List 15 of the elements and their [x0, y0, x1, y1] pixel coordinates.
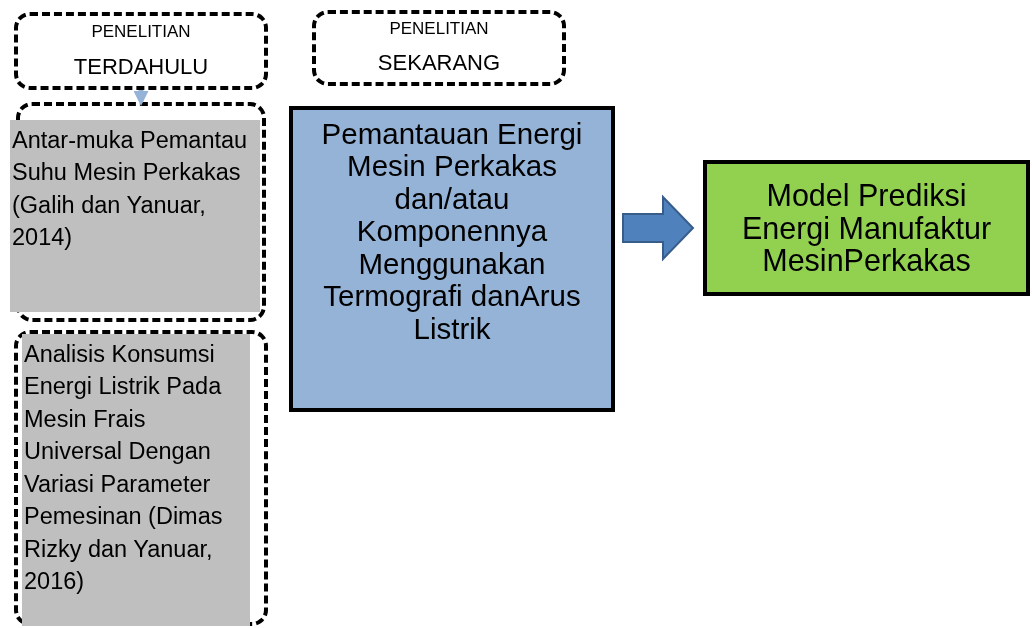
- heading-text: TERDAHULU: [73, 53, 209, 81]
- box-text: Pemantauan Energi Mesin Perkakas dan/atau Komponennya Menggunakan Termografi danArus Listrik: [320, 118, 584, 346]
- arrow: [133, 90, 149, 106]
- box-text: Model Prediksi Energi Manufaktur MesinPerkakas: [740, 178, 993, 278]
- research-box: [289, 106, 615, 412]
- heading-text: SEKARANG: [377, 50, 501, 77]
- dashed-box: [14, 12, 268, 90]
- result-box: [703, 160, 1030, 296]
- heading-text: PENELITIAN: [389, 19, 489, 40]
- dashed-box: [312, 10, 566, 86]
- box-text: Antar-muka Pemantau Suhu Mesin Perkakas (Galih dan Yanuar, 2014): [12, 126, 249, 253]
- block-arrow: [622, 194, 695, 262]
- box-text: Analisis Konsumsi Energi Listrik Pada Mesin Frais Universal Dengan Variasi Parameter Pemesinan (Dimas Rizky dan Yanuar, 2016): [24, 340, 224, 596]
- reference-box: [10, 120, 260, 312]
- heading-text: PENELITIAN: [91, 21, 191, 43]
